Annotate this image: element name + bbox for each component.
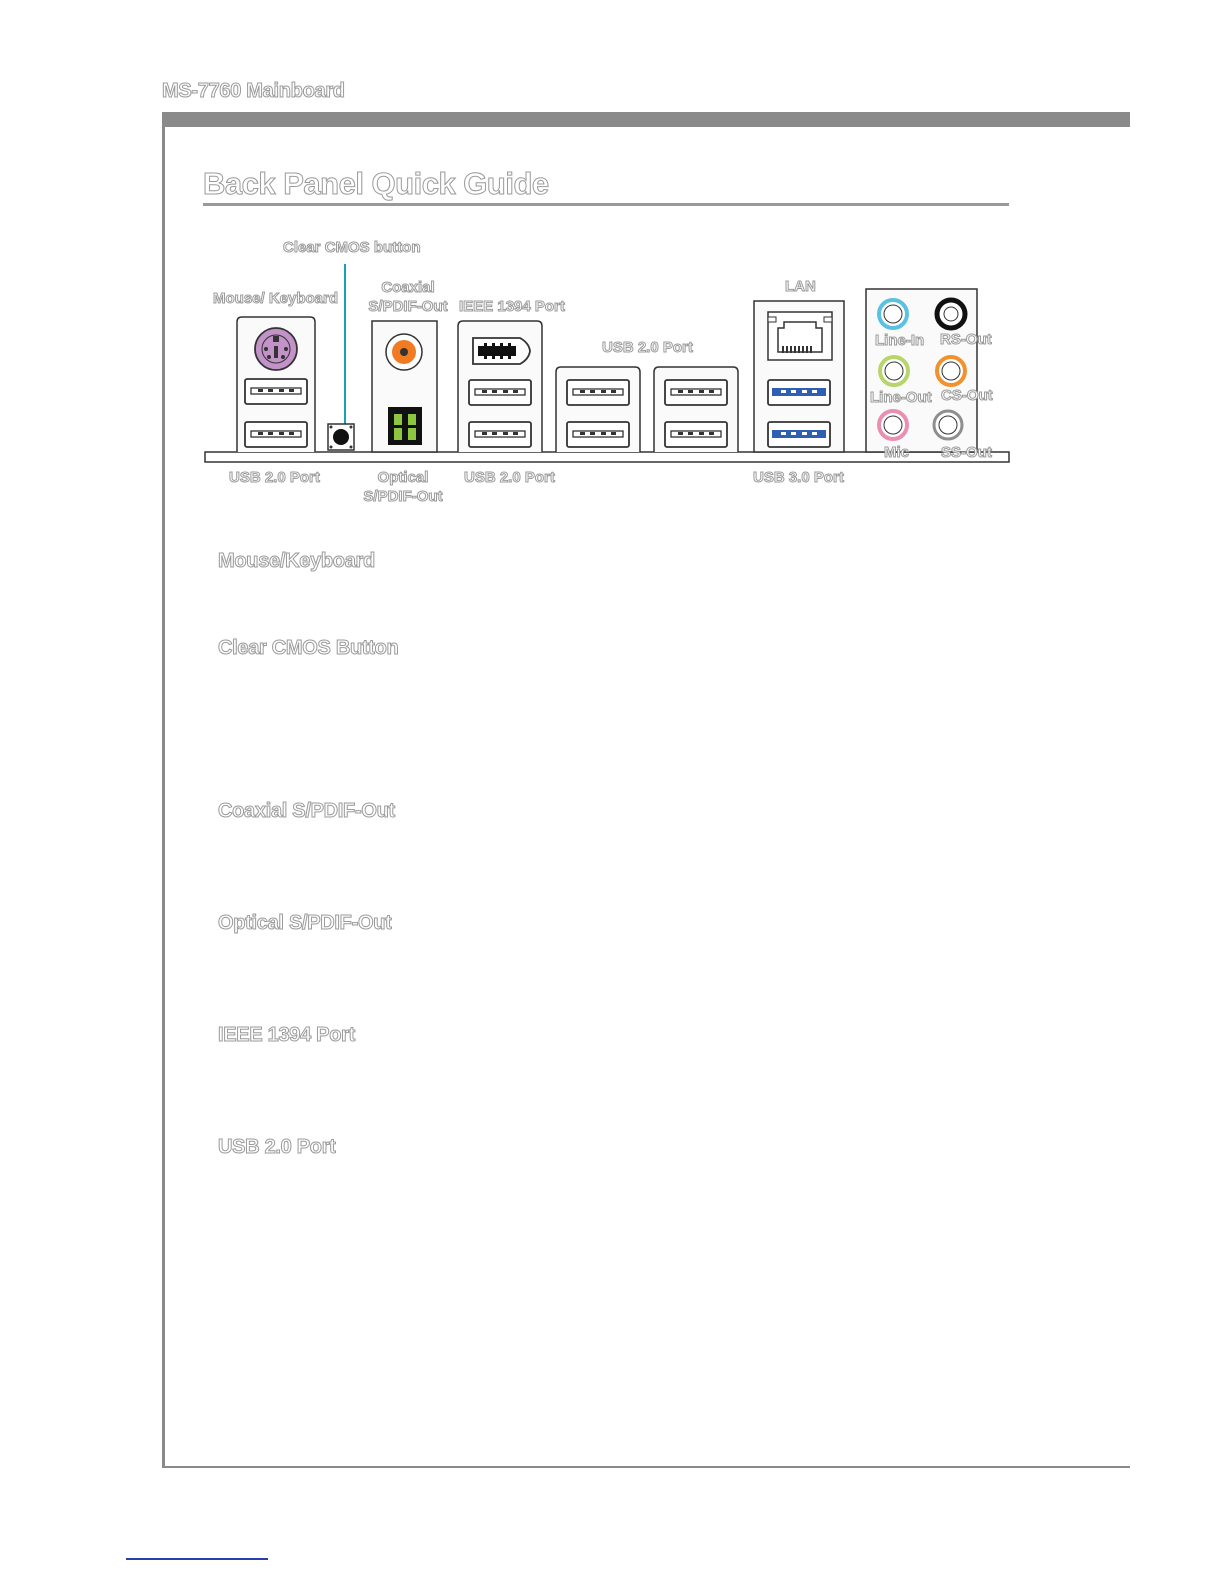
left-margin-rule [162,112,165,1468]
usb3-port-icon [767,421,831,448]
callout-optical: Optical S/PDIF-Out [362,468,444,506]
callout-ieee1394: IEEE 1394 Port [459,298,566,316]
callout-clear-cmos: Clear CMOS button [283,239,421,257]
callout-lan: LAN [785,278,817,296]
callout-usb20-mid: USB 2.0 Port [464,469,556,487]
title-underline [203,203,1009,206]
usb3-port-icon [767,379,831,406]
callout-mouse-keyboard: Mouse/ Keyboard [212,290,339,308]
callout-usb30: USB 3.0 Port [753,469,845,487]
usb2-port-icon [244,378,308,405]
usb2-port-icon [468,421,532,448]
callout-line-out: Line-Out [870,389,933,407]
callout-usb20-left: USB 2.0 Port [229,469,321,487]
rs-out-jack-icon [934,297,968,331]
footer-rule [162,1466,1130,1468]
usb2-port-icon [566,421,630,448]
coaxial-spdif-icon [385,333,423,371]
section-heading-usb20: USB 2.0 Port [218,1136,337,1159]
section-heading-optical: Optical S/PDIF-Out [218,912,393,935]
page-header-title: MS-7760 Mainboard [162,80,346,103]
callout-coaxial-line2: S/PDIF-Out [368,298,448,316]
clear-cmos-button-icon [327,423,355,451]
line-in-jack-icon [877,298,909,330]
callout-usb20-top: USB 2.0 Port [602,339,694,357]
section-heading-ieee1394: IEEE 1394 Port [218,1024,356,1047]
callout-coaxial: Coaxial S/PDIF-Out [368,278,448,316]
callout-mic: Mic [883,444,910,462]
ieee1394-port-icon [472,337,531,365]
usb2-port-icon [664,421,728,448]
ps2-combo-port-icon [254,327,298,371]
section-heading-coaxial: Coaxial S/PDIF-Out [218,800,396,823]
header-bar [162,112,1130,127]
optical-spdif-icon [388,407,422,445]
back-panel-illustration [204,264,1010,463]
back-panel-diagram: Clear CMOS button Mouse/ Keyboard Coaxia… [0,0,1224,560]
callout-cs-out: CS-Out [941,387,994,405]
usb2-port-icon [566,379,630,406]
callout-optical-line1: Optical [377,469,429,487]
usb2-port-icon [468,379,532,406]
lan-port-icon [767,311,833,361]
line-out-jack-icon [878,355,910,387]
usb2-port-icon [244,421,308,448]
mic-jack-icon [877,409,909,441]
callout-line-in: Line-In [874,332,925,350]
usb2-port-icon [664,379,728,406]
section-heading-mouse-keyboard: Mouse/Keyboard [218,550,376,573]
cs-out-jack-icon [935,355,967,387]
callout-rs-out: RS-Out [940,331,993,349]
callout-coaxial-line1: Coaxial [381,279,435,297]
callout-ss-out: SS-Out [941,444,993,462]
page-title: Back Panel Quick Guide [203,166,550,202]
footer-link-underline[interactable] [126,1558,268,1560]
callout-optical-line2: S/PDIF-Out [363,488,443,506]
section-heading-clear-cmos: Clear CMOS Button [217,637,399,660]
ss-out-jack-icon [932,409,964,441]
